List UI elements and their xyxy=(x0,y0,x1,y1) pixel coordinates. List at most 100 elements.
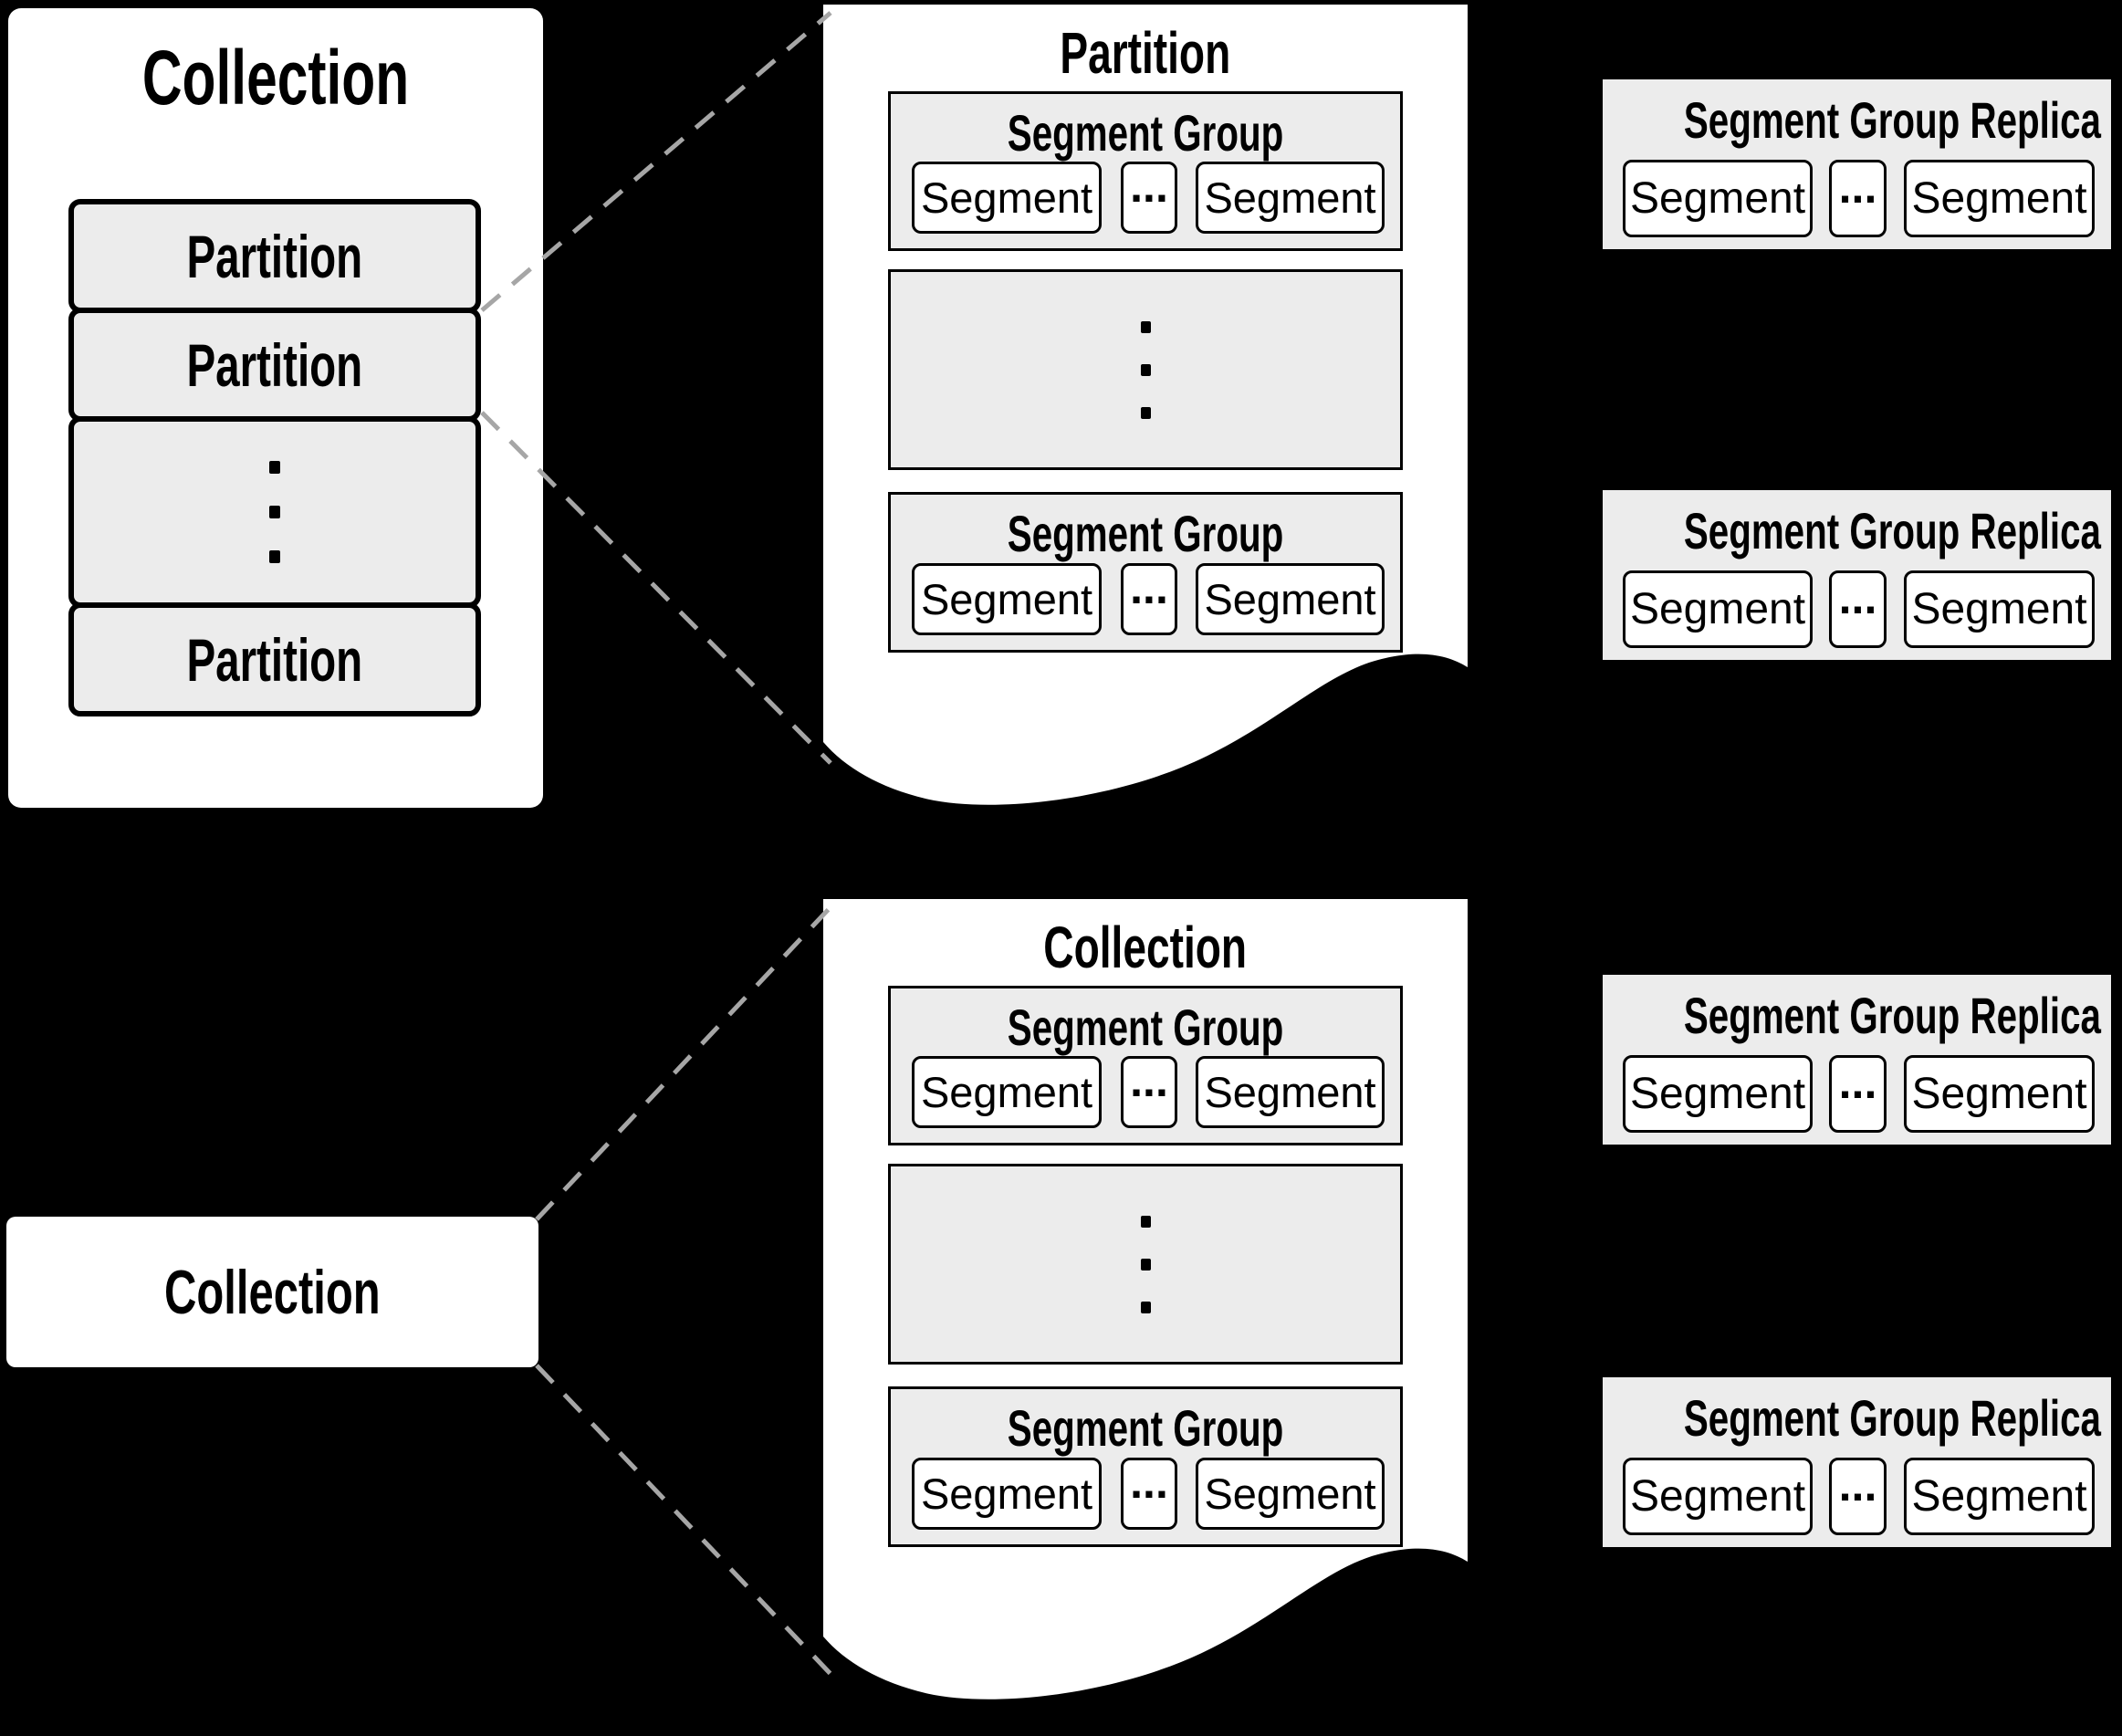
partition-ellipsis-box xyxy=(68,416,481,608)
segment-group-title-text: Segment Group xyxy=(1007,1399,1284,1457)
collection-label-box: Collection xyxy=(6,1217,538,1367)
segment-box: Segment xyxy=(1196,1056,1385,1128)
segment-box: Segment xyxy=(1904,570,2095,648)
collection-document: Collection Segment Group Segment ... Seg… xyxy=(823,899,1468,1702)
horizontal-ellipsis-icon: ... xyxy=(1130,1054,1168,1106)
segment-label: Segment xyxy=(920,1068,1093,1116)
replica-box: Segment Group Replica Segment ... Segmen… xyxy=(1601,488,2113,662)
replica-title-text: Segment Group Replica xyxy=(1683,91,2101,149)
segment-box: Segment xyxy=(1904,1055,2095,1133)
segment-row: Segment ... Segment xyxy=(1603,570,2111,648)
ellipsis-box: ... xyxy=(1121,561,1177,635)
segment-group-ellipsis-box xyxy=(888,1164,1403,1365)
segment-group: Segment Group Segment ... Segment xyxy=(888,91,1403,251)
partition-label: Partition xyxy=(186,330,363,399)
collection-panel: Collection Partition Partition Partition xyxy=(8,8,543,808)
ellipsis-box: ... xyxy=(1829,1055,1887,1133)
horizontal-ellipsis-icon: ... xyxy=(1838,1056,1877,1108)
segment-label: Segment xyxy=(1629,1472,1806,1521)
document-title: Collection xyxy=(823,914,1468,981)
segment-group-title-text: Segment Group xyxy=(1007,999,1284,1056)
segment-row: Segment ... Segment xyxy=(891,561,1400,635)
vertical-ellipsis-icon xyxy=(891,272,1400,467)
segment-box: Segment xyxy=(912,162,1102,234)
collection-label: Collection xyxy=(164,1257,381,1327)
horizontal-ellipsis-icon: ... xyxy=(1838,571,1877,623)
segment-label: Segment xyxy=(920,575,1093,623)
segment-box: Segment xyxy=(1904,160,2095,237)
document-title: Partition xyxy=(823,19,1468,87)
segment-group-title-text: Segment Group xyxy=(1007,104,1284,162)
segment-box: Segment xyxy=(1623,160,1813,237)
vertical-ellipsis-icon xyxy=(74,422,476,602)
partition-box: Partition xyxy=(68,199,481,313)
partition-label: Partition xyxy=(186,625,363,694)
segment-group: Segment Group Segment ... Segment xyxy=(888,986,1403,1145)
segment-label: Segment xyxy=(1204,1068,1376,1116)
segment-label: Segment xyxy=(1204,1469,1376,1518)
segment-box: Segment xyxy=(1196,1458,1385,1530)
replica-box: Segment Group Replica Segment ... Segmen… xyxy=(1601,78,2113,251)
segment-label: Segment xyxy=(1911,1070,2087,1118)
segment-label: Segment xyxy=(1911,585,2087,633)
segment-row: Segment ... Segment xyxy=(1603,1055,2111,1133)
segment-row: Segment ... Segment xyxy=(891,1456,1400,1530)
dashed-line-collection-to-doc-bottom xyxy=(535,1364,834,1678)
segment-box: Segment xyxy=(912,1458,1102,1530)
partition-document: Partition Segment Group Segment ... Segm… xyxy=(823,5,1468,808)
segment-group-title: Segment Group xyxy=(891,504,1400,563)
segment-label: Segment xyxy=(920,173,1093,222)
collection-panel-title: Collection xyxy=(8,34,543,122)
segment-label: Segment xyxy=(1629,585,1806,633)
segment-label: Segment xyxy=(1911,1472,2087,1521)
segment-label: Segment xyxy=(1911,174,2087,223)
dashed-line-collection-to-doc-top xyxy=(535,907,831,1221)
collection-panel-title-text: Collection xyxy=(141,35,410,120)
horizontal-ellipsis-icon: ... xyxy=(1838,161,1877,213)
segment-box: Segment xyxy=(912,1056,1102,1128)
segment-box: Segment xyxy=(1196,162,1385,234)
segment-group-title: Segment Group xyxy=(891,1398,1400,1458)
replica-title: Segment Group Replica xyxy=(1603,90,2111,150)
horizontal-ellipsis-icon: ... xyxy=(1130,561,1168,613)
partition-box: Partition xyxy=(68,308,481,422)
ellipsis-box: ... xyxy=(1829,1458,1887,1535)
segment-box: Segment xyxy=(1623,570,1813,648)
ellipsis-box: ... xyxy=(1829,570,1887,648)
ellipsis-box: ... xyxy=(1829,160,1887,237)
replica-title: Segment Group Replica xyxy=(1603,1388,2111,1448)
horizontal-ellipsis-icon: ... xyxy=(1838,1459,1877,1511)
segment-group-title: Segment Group xyxy=(891,103,1400,162)
segment-group-title: Segment Group xyxy=(891,998,1400,1057)
document-title-text: Partition xyxy=(1060,20,1231,86)
replica-title-text: Segment Group Replica xyxy=(1683,1389,2101,1447)
segment-group-title-text: Segment Group xyxy=(1007,505,1284,562)
vertical-ellipsis-icon xyxy=(891,1166,1400,1362)
replica-box: Segment Group Replica Segment ... Segmen… xyxy=(1601,973,2113,1146)
segment-group-ellipsis-box xyxy=(888,269,1403,470)
segment-box: Segment xyxy=(1623,1055,1813,1133)
ellipsis-box: ... xyxy=(1121,160,1177,234)
document-title-text: Collection xyxy=(1043,915,1248,980)
segment-label: Segment xyxy=(1204,173,1376,222)
segment-group: Segment Group Segment ... Segment xyxy=(888,1386,1403,1547)
replica-title-text: Segment Group Replica xyxy=(1683,987,2101,1044)
segment-label: Segment xyxy=(1629,1070,1806,1118)
segment-box: Segment xyxy=(1904,1458,2095,1535)
segment-box: Segment xyxy=(1623,1458,1813,1535)
segment-box: Segment xyxy=(1196,563,1385,635)
segment-label: Segment xyxy=(920,1469,1093,1518)
segment-row: Segment ... Segment xyxy=(891,1054,1400,1128)
replica-title: Segment Group Replica xyxy=(1603,986,2111,1045)
partition-label: Partition xyxy=(186,222,363,290)
horizontal-ellipsis-icon: ... xyxy=(1130,1456,1168,1508)
segment-label: Segment xyxy=(1204,575,1376,623)
replica-box: Segment Group Replica Segment ... Segmen… xyxy=(1601,1375,2113,1549)
segment-row: Segment ... Segment xyxy=(1603,160,2111,237)
replica-title: Segment Group Replica xyxy=(1603,501,2111,560)
segment-row: Segment ... Segment xyxy=(891,160,1400,234)
horizontal-ellipsis-icon: ... xyxy=(1130,160,1168,212)
segment-group: Segment Group Segment ... Segment xyxy=(888,492,1403,653)
replica-title-text: Segment Group Replica xyxy=(1683,502,2101,559)
